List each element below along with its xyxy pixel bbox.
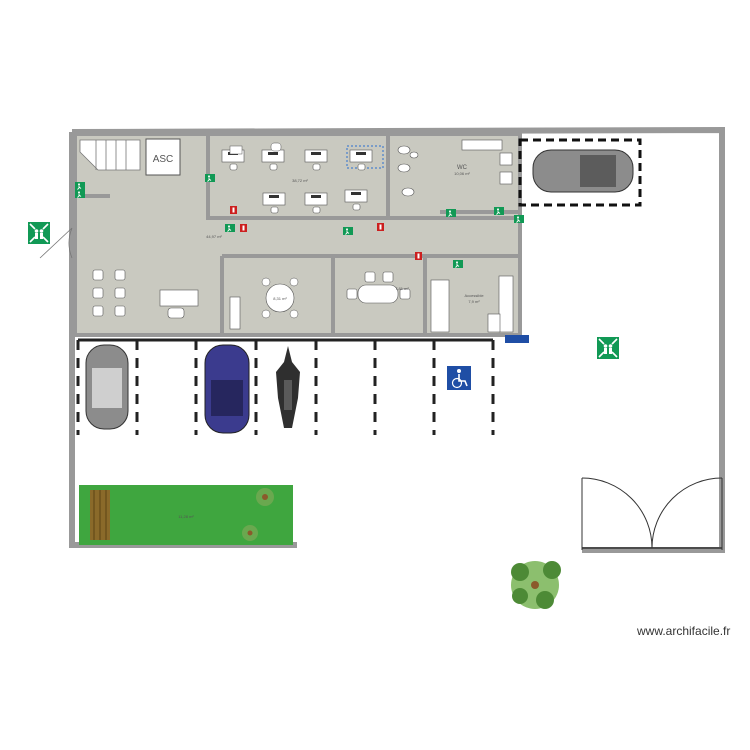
motorcycle-icon	[276, 346, 300, 428]
car-icon	[204, 344, 250, 434]
selected-desk[interactable]	[346, 145, 384, 171]
reception-desk	[159, 289, 199, 319]
elevator: ASC	[145, 138, 181, 176]
accessible-area: 7,9 m²	[468, 299, 480, 304]
hall-area: 44,97 m²	[206, 234, 222, 239]
gate	[581, 477, 723, 550]
wc-label: WC	[457, 165, 468, 171]
long-meeting-table	[346, 271, 411, 304]
interior-walls	[73, 132, 522, 337]
car-icon	[532, 149, 634, 193]
garage	[518, 138, 642, 207]
watermark: www.archifacile.fr	[637, 624, 731, 638]
wheelchair-icon	[447, 366, 471, 390]
accessible-label: Accessible	[464, 293, 484, 298]
garden: 11,28 m²	[79, 485, 293, 545]
wc-fixtures	[397, 139, 513, 197]
office-area: 38,72 m²	[292, 178, 308, 183]
wheelchair-icon	[505, 335, 529, 343]
tree-icon	[511, 561, 561, 609]
car-icon	[85, 344, 129, 430]
entrance-door	[39, 227, 73, 259]
elevator-label: ASC	[153, 154, 174, 165]
accessible-room-fixtures	[430, 275, 514, 333]
parking-lines	[76, 338, 495, 435]
long-room-area: 7,81 m²	[395, 286, 409, 291]
round-meeting-table	[229, 277, 299, 330]
staircase	[79, 139, 141, 171]
garden-area: 11,28 m²	[178, 514, 194, 519]
office-desks	[221, 142, 368, 214]
wc-area: 10,06 m²	[454, 171, 470, 176]
round-room-area: 8,31 m²	[273, 296, 287, 301]
bench-icon	[90, 490, 110, 540]
tree-icon	[242, 488, 274, 541]
